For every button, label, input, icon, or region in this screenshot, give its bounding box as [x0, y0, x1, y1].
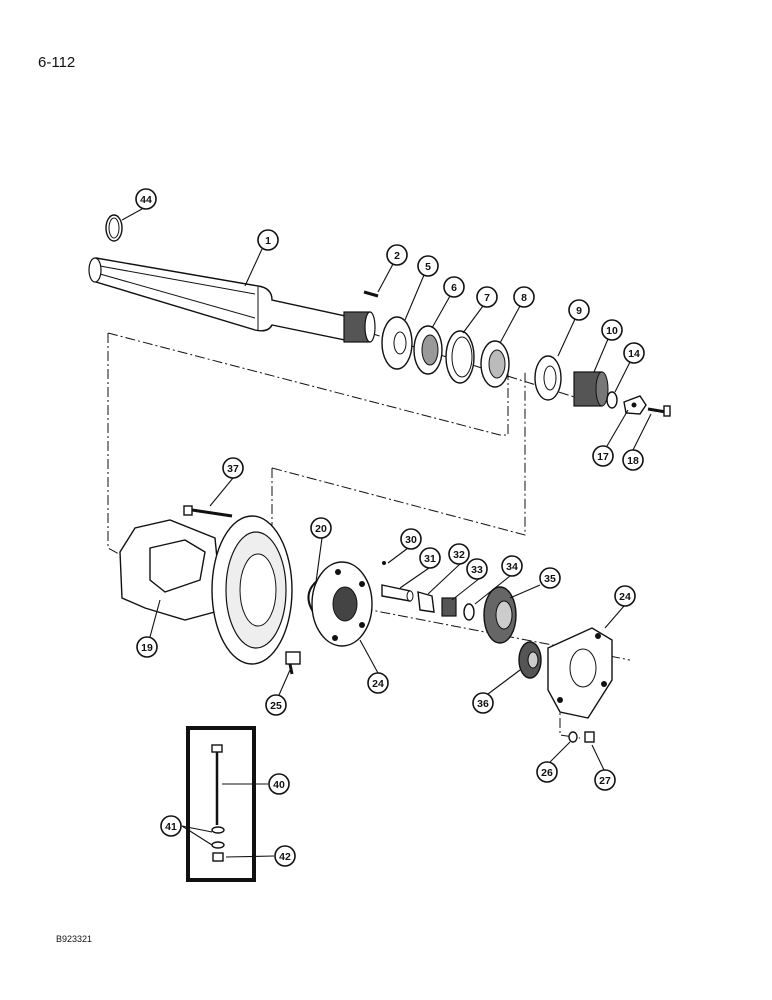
svg-text:42: 42: [279, 851, 291, 863]
callout-33: 33: [466, 558, 488, 580]
callout-40: 40: [268, 773, 290, 795]
svg-text:24: 24: [372, 678, 384, 690]
callout-31: 31: [419, 547, 441, 569]
svg-text:24: 24: [619, 591, 631, 603]
svg-text:14: 14: [628, 348, 640, 360]
svg-text:32: 32: [453, 549, 465, 561]
callout-10: 10: [601, 319, 623, 341]
callout-2: 2: [386, 244, 408, 266]
callout-20: 20: [310, 517, 332, 539]
callout-17: 17: [592, 445, 614, 467]
bolt-18: [647, 405, 671, 417]
svg-text:19: 19: [141, 642, 153, 654]
svg-text:33: 33: [471, 564, 483, 576]
drive-shaft-1: [88, 257, 376, 343]
svg-text:1: 1: [265, 235, 271, 247]
shaft-31: [381, 584, 414, 602]
washer-34: [463, 603, 475, 621]
callout-7: 7: [476, 286, 498, 308]
callout-27: 27: [594, 769, 616, 791]
housing-19: [119, 515, 293, 665]
callout-8: 8: [513, 286, 535, 308]
gear-35: [483, 586, 517, 644]
callout-24-left: 24: [367, 672, 389, 694]
callout-18: 18: [622, 449, 644, 471]
callout-34: 34: [501, 555, 523, 577]
washer-26: [568, 731, 578, 743]
flange-plate-24-left: [311, 561, 373, 647]
nut-27: [584, 731, 595, 743]
callout-24-right: 24: [614, 585, 636, 607]
svg-text:8: 8: [521, 292, 527, 304]
svg-text:6: 6: [451, 282, 457, 294]
callout-35: 35: [539, 567, 561, 589]
callout-30: 30: [400, 528, 422, 550]
callout-32: 32: [448, 543, 470, 565]
washer-14: [606, 391, 618, 409]
callout-6: 6: [443, 276, 465, 298]
cover-plate-24-right: [547, 627, 613, 719]
gear-36: [518, 641, 542, 679]
leader-lines: [121, 208, 652, 858]
svg-text:7: 7: [484, 292, 490, 304]
callout-41: 41: [160, 815, 182, 837]
callout-9: 9: [568, 299, 590, 321]
svg-text:40: 40: [273, 779, 285, 791]
bearing-cup-7: [445, 330, 475, 384]
svg-text:30: 30: [405, 534, 417, 546]
svg-text:9: 9: [576, 305, 582, 317]
svg-text:25: 25: [270, 700, 282, 712]
bearing-cone-6: [413, 325, 443, 375]
svg-text:18: 18: [627, 455, 639, 467]
svg-text:5: 5: [425, 261, 431, 273]
callout-1: 1: [257, 229, 279, 251]
svg-text:10: 10: [606, 325, 618, 337]
needle-bearing-33: [441, 597, 457, 617]
svg-text:31: 31: [424, 553, 436, 565]
figure-code: B923321: [56, 934, 93, 944]
callout-37: 37: [222, 457, 244, 479]
svg-text:26: 26: [541, 767, 553, 779]
pin-30: [382, 561, 386, 565]
svg-text:35: 35: [544, 573, 556, 585]
retainer-plate-17: [623, 395, 647, 415]
pin-2: [363, 290, 379, 298]
washer-5: [381, 316, 413, 370]
page-number: 6-112: [38, 54, 76, 71]
inset-box: [186, 726, 256, 882]
callout-36: 36: [472, 692, 494, 714]
svg-text:34: 34: [506, 561, 518, 573]
snap-ring-44: [105, 214, 123, 242]
svg-text:20: 20: [315, 523, 327, 535]
bearing-9: [534, 355, 562, 401]
callout-14: 14: [623, 342, 645, 364]
fitting-25: [285, 651, 301, 675]
callout-25: 25: [265, 694, 287, 716]
svg-text:36: 36: [477, 698, 489, 710]
callout-26: 26: [536, 761, 558, 783]
bearing-8: [480, 340, 510, 388]
svg-text:17: 17: [597, 451, 609, 463]
svg-text:37: 37: [227, 463, 239, 475]
callout-42: 42: [274, 845, 296, 867]
svg-text:27: 27: [599, 775, 611, 787]
callout-19: 19: [136, 636, 158, 658]
callout-44: 44: [135, 188, 157, 210]
svg-text:41: 41: [165, 821, 177, 833]
callout-5: 5: [417, 255, 439, 277]
svg-text:2: 2: [394, 250, 400, 262]
thrust-washer-32: [417, 591, 435, 613]
svg-text:44: 44: [140, 194, 152, 206]
bolt-37: [183, 505, 233, 518]
needle-bearing-10: [573, 371, 609, 407]
